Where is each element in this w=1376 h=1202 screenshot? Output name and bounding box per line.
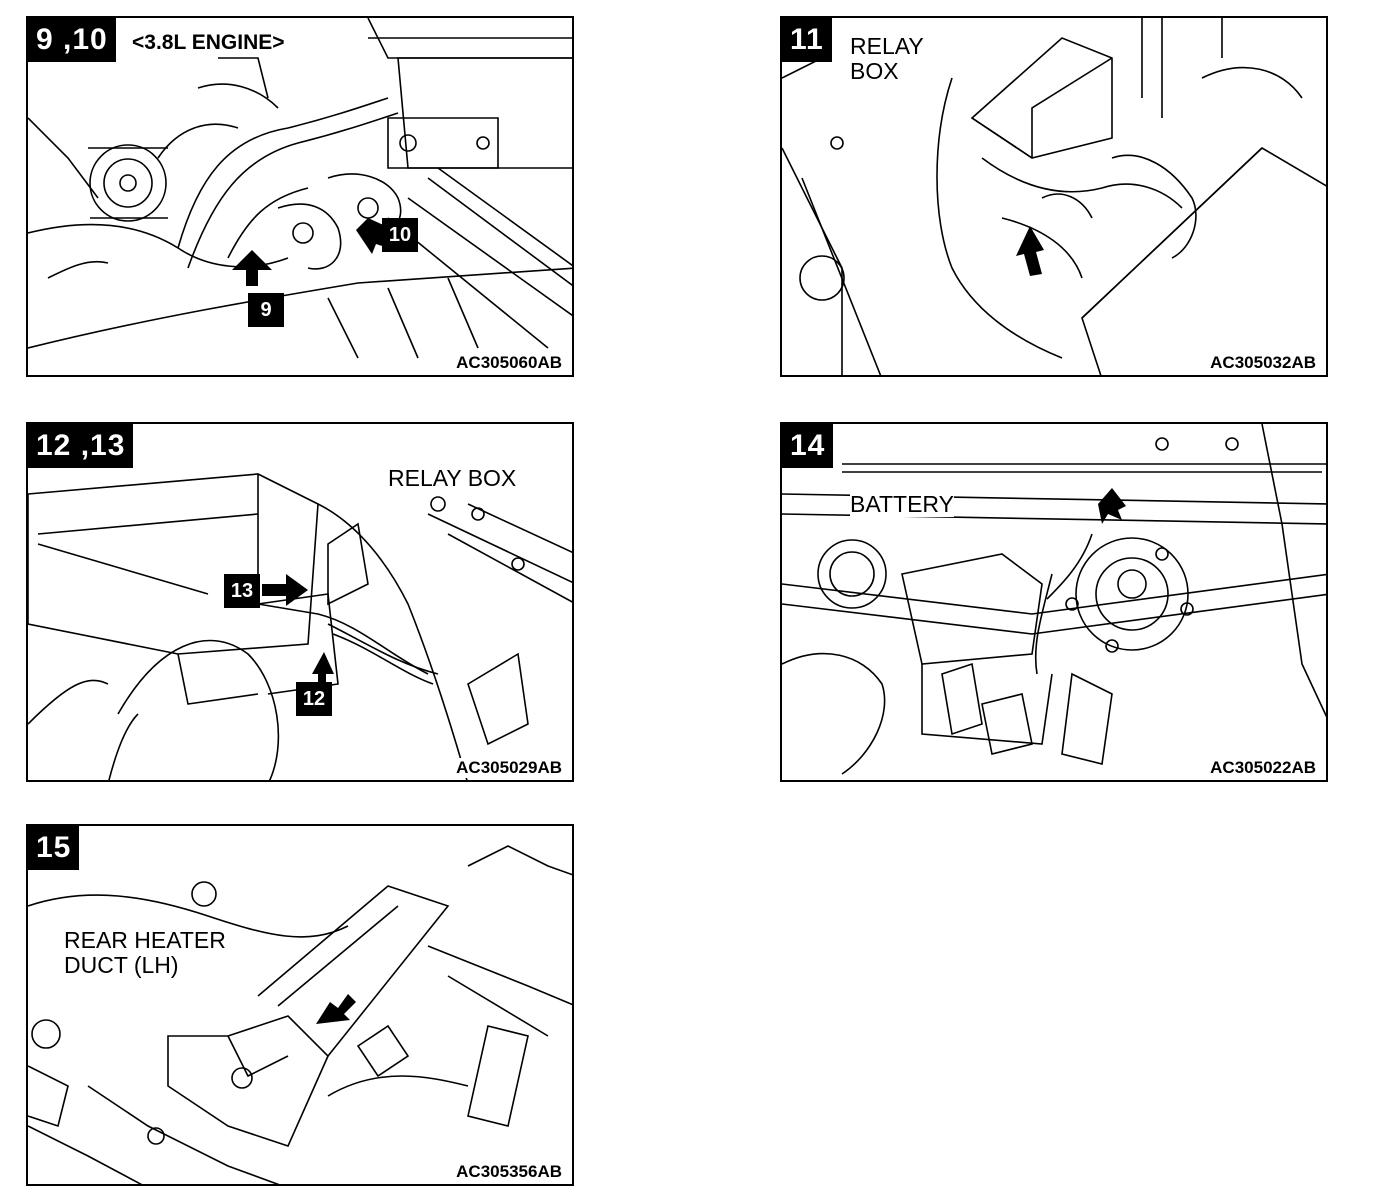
panel-step-11: 11 RELAY BOX AC305032AB [780,16,1328,377]
figure-code: AC305029AB [454,758,564,778]
clip-arrow-icon [316,994,356,1024]
rear-heater-duct-illustration [28,845,572,1184]
callout-9: 9 [248,293,284,327]
callout-10: 10 [382,218,418,252]
callout-13: 13 [224,574,260,608]
figure-code: AC305022AB [1208,758,1318,778]
panel-step-14: 14 BATTERY AC305022AB [780,422,1328,782]
step-number: 15 [28,826,80,870]
relay-box-label: RELAY BOX [388,465,517,491]
step-number: 14 [782,424,834,468]
panel-step-9-10: 9 ,10 <3.8L ENGINE> 9 10 AC305060AB [26,16,574,377]
engine-variant-label: <3.8L ENGINE> [132,30,285,56]
connector-arrow-icon [1016,226,1044,276]
relay-box-illustration [782,18,1326,375]
callout-12: 12 [296,682,332,716]
panel-step-15: 15 REAR HEATER DUCT (LH) AC305356AB [26,824,574,1186]
rear-heater-duct-label: REAR HEATER DUCT (LH) [64,927,226,978]
step-number: 11 [782,18,832,62]
battery-label: BATTERY [850,491,954,517]
figure-code: AC305032AB [1208,353,1318,373]
figure-code: AC305060AB [454,353,564,373]
panel-step-12-13: 12 ,13 RELAY BOX 13 12 AC305029AB [26,422,574,782]
connector-arrows-icon [262,574,334,692]
battery-illustration [782,424,1326,775]
step-number: 12 ,13 [28,424,134,468]
relay-box-label: RELAY BOX [850,33,924,84]
relay-box-connectors-illustration [28,473,572,780]
arrow-9-icon [232,218,404,286]
terminal-arrow-icon [1098,488,1126,524]
engine-bay-illustration [28,18,572,359]
figure-code: AC305356AB [454,1162,564,1182]
step-number: 9 ,10 [28,18,116,62]
